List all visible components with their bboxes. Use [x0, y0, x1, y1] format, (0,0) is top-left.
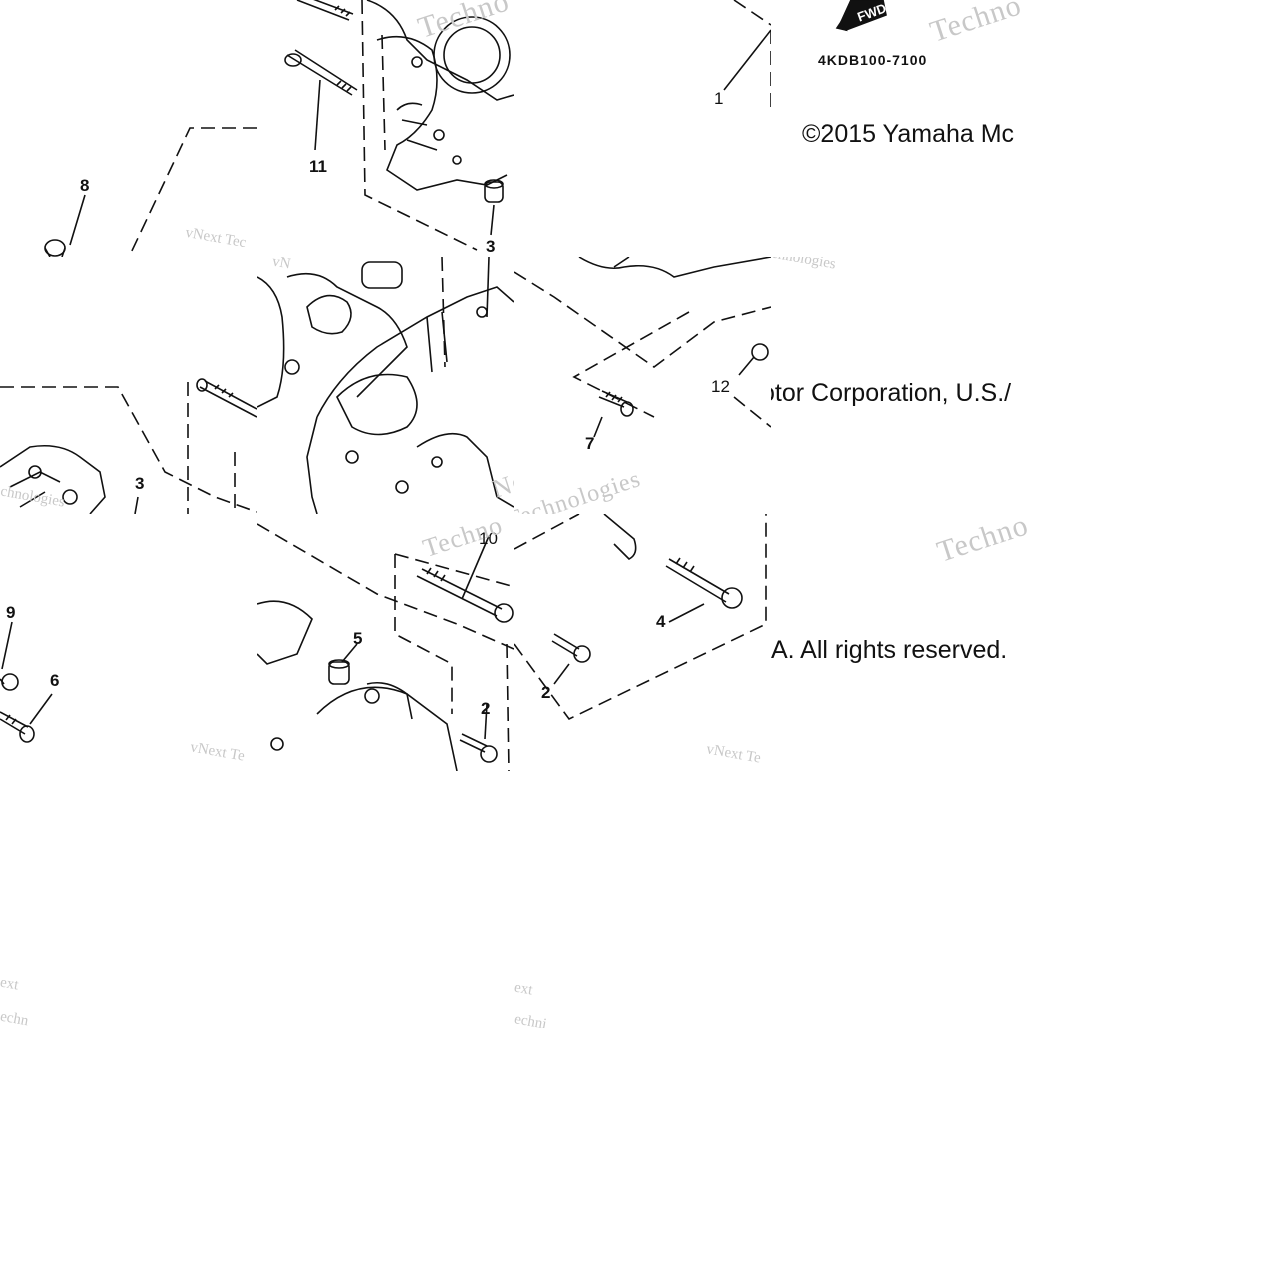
- bolt-7-drawing: [514, 257, 771, 438]
- copyright-part-3: A. All rights reserved.: [771, 636, 1008, 664]
- diagram-tile-bolt-8: 8 vNext Tec: [0, 0, 257, 257]
- diagram-tile-bolts-6-9: 9 6 vNext Te: [0, 514, 257, 771]
- diagram-tile-bolts-2-4: 4 2 vNext Te: [514, 514, 771, 771]
- callout-12: 12: [711, 377, 730, 396]
- diagram-tile-fwd-arrow: 1: [514, 0, 771, 257]
- crankcase-left-drawing: [0, 378, 257, 514]
- callout-9: 9: [6, 603, 16, 622]
- watermark-text: chnologies: [771, 257, 837, 273]
- diagram-tile-header-info: FWD 4KDB100-7100 ©2015 Yamaha Mc Techno: [771, 0, 1028, 257]
- callout-5: 5: [353, 629, 363, 648]
- diagram-tile-bolt-10-dowel-5: 10 5 2 Techno: [257, 514, 514, 771]
- bolt-8-drawing: [44, 127, 257, 257]
- bolts-6-9-drawing: [0, 621, 53, 743]
- callout-11: 11: [309, 157, 327, 176]
- callout-3-upper: 3: [486, 237, 496, 256]
- callout-10: 10: [479, 529, 498, 548]
- diagram-tile-copyright-3: A. All rights reserved. Techno: [771, 514, 1028, 771]
- crankcase-center-drawing: [257, 257, 514, 514]
- bolt-10-dowel-5-drawing: [257, 523, 514, 771]
- fwd-arrow-icon: [835, 0, 887, 32]
- watermark-text: ext: [0, 974, 20, 994]
- part-number: 4KDB100-7100: [818, 52, 928, 68]
- upper-crankcase-drawing: [284, 0, 514, 251]
- callout-7: 7: [585, 434, 595, 453]
- bolts-2-4-drawing: [514, 514, 767, 721]
- callout-8: 8: [80, 176, 90, 195]
- callout-2-lower: 2: [481, 699, 491, 718]
- callout-3-left: 3: [135, 474, 145, 493]
- callout-2-mid: 2: [541, 683, 551, 702]
- callout-4: 4: [656, 612, 666, 631]
- diagram-tile-crankcase-left: 3 chnologies: [0, 257, 257, 514]
- watermark-text: ext: [514, 979, 534, 999]
- diagram-tile-bolt-7: 7 12 vNext Tec Technologies: [514, 257, 771, 514]
- callout-1: 1: [714, 89, 724, 108]
- copyright-part-1: ©2015 Yamaha Mc: [802, 120, 1015, 148]
- dashed-outline-right: [723, 0, 771, 110]
- callout-6: 6: [50, 671, 60, 690]
- diagram-tile-upper-crankcase: 11 3 Techno: [257, 0, 514, 257]
- diagram-tile-copyright-2: otor Corporation, U.S./ chnologies: [771, 257, 1028, 514]
- diagram-tile-fragment-right: ext echni: [514, 771, 771, 1028]
- diagram-tile-crankcase-center: vN Next: [257, 257, 514, 514]
- diagram-tile-fragment-left: ext echn: [0, 771, 257, 1028]
- copyright-part-2: otor Corporation, U.S./: [771, 379, 1012, 407]
- watermark-text: echni: [514, 1011, 548, 1028]
- watermark-text: Techno: [933, 514, 1028, 569]
- watermark-text: echn: [0, 1008, 30, 1028]
